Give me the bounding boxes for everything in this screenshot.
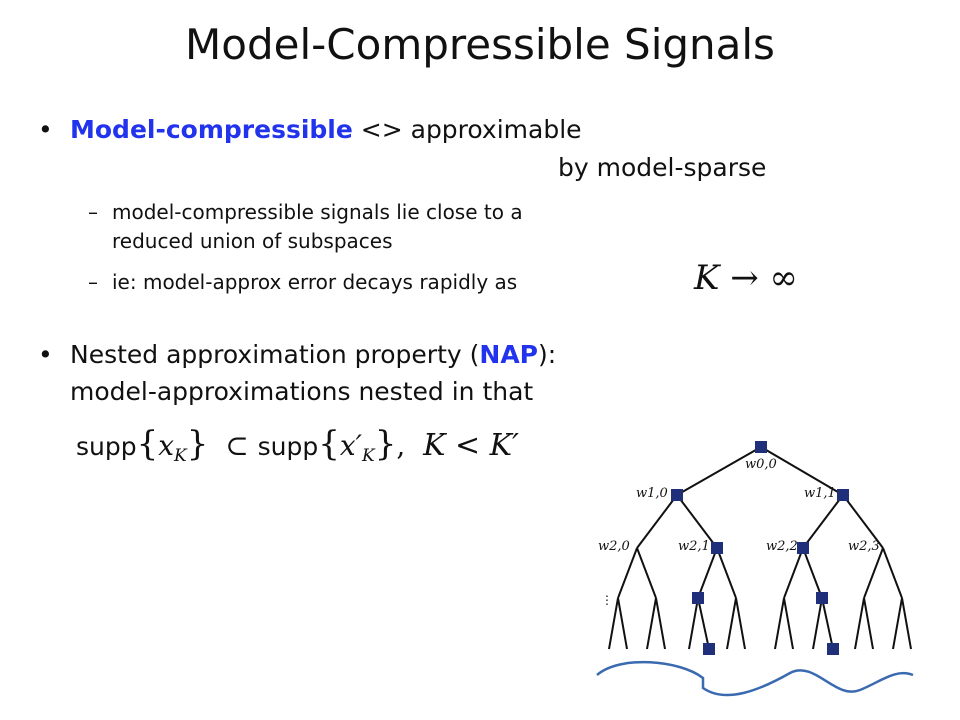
term-relation: <> approximable bbox=[360, 115, 582, 144]
formula-sub-k-prime: K bbox=[362, 446, 375, 466]
formula-supp-1: supp bbox=[76, 432, 137, 461]
node-2-1 bbox=[711, 542, 723, 554]
nap-suffix: ): bbox=[537, 340, 557, 369]
nested-support-formula: supp{xK} ⊂ supp{x′K}, K < K′ bbox=[76, 424, 519, 466]
sub-bullet-2-text: ie: model-approx error decays rapidly as bbox=[112, 270, 518, 294]
math-k-to-infinity: K → ∞ bbox=[694, 258, 798, 298]
term-nap: NAP bbox=[479, 340, 538, 369]
bullet-2-line-1: Nested approximation property (NAP): bbox=[70, 340, 556, 369]
formula-supp-2: supp bbox=[257, 432, 319, 461]
node-3-2 bbox=[692, 592, 704, 604]
label-w22: w2,2 bbox=[766, 539, 798, 554]
nap-prefix: Nested approximation property ( bbox=[70, 340, 480, 369]
label-w21: w2,1 bbox=[678, 539, 710, 554]
bullet-1-line-2: by model-sparse bbox=[558, 153, 767, 182]
bullet-dot: • bbox=[38, 340, 53, 369]
formula-brace-close: } bbox=[186, 424, 209, 464]
bullet-1-line-1: Model-compressible <> approximable bbox=[70, 115, 582, 144]
sub-bullet-1-line-1: model-compressible signals lie close to … bbox=[112, 200, 523, 224]
sub-bullet-1-line-2: reduced union of subspaces bbox=[112, 229, 393, 253]
formula-sub-k: K bbox=[174, 446, 187, 466]
term-model-compressible: Model-compressible bbox=[70, 115, 353, 144]
sub-dash-2: – bbox=[88, 270, 98, 294]
bullet-dot: • bbox=[38, 115, 53, 144]
label-w23: w2,3 bbox=[848, 539, 880, 554]
node-3-5 bbox=[816, 592, 828, 604]
label-w10: w1,0 bbox=[636, 486, 668, 501]
formula-brace-open-2: { bbox=[318, 424, 340, 464]
formula-comma: , bbox=[396, 429, 424, 462]
label-w00: w0,0 bbox=[745, 457, 777, 472]
label-w20: w2,0 bbox=[598, 539, 630, 554]
bullet-2-line-2: model-approximations nested in that bbox=[70, 377, 534, 406]
formula-subset-symbol: ⊂ bbox=[216, 429, 258, 462]
formula-condition: K < K′ bbox=[423, 428, 519, 463]
node-4-5 bbox=[703, 643, 715, 655]
formula-x: x bbox=[158, 429, 175, 462]
tree-nodes bbox=[671, 441, 849, 655]
math-k: K bbox=[694, 258, 720, 298]
tree-edges bbox=[608, 446, 912, 650]
node-4-11 bbox=[827, 643, 839, 655]
node-1-1 bbox=[837, 489, 849, 501]
slide-title: Model-Compressible Signals bbox=[185, 20, 775, 69]
formula-x-prime: x′ bbox=[339, 429, 363, 462]
node-0-0 bbox=[755, 441, 767, 453]
node-2-2 bbox=[797, 542, 809, 554]
signal-waveform bbox=[596, 660, 914, 697]
tree-labels: w0,0 w1,0 w1,1 w2,0 w2,1 w2,2 w2,3 ⋮ bbox=[598, 457, 880, 607]
label-w11: w1,1 bbox=[804, 486, 836, 501]
math-arrow-infinity: → ∞ bbox=[730, 258, 798, 298]
sub-dash-1: – bbox=[88, 200, 98, 224]
label-dots: ⋮ bbox=[601, 593, 613, 607]
formula-brace-close-2: } bbox=[374, 424, 397, 464]
formula-brace-open: { bbox=[136, 424, 159, 464]
node-1-0 bbox=[671, 489, 683, 501]
